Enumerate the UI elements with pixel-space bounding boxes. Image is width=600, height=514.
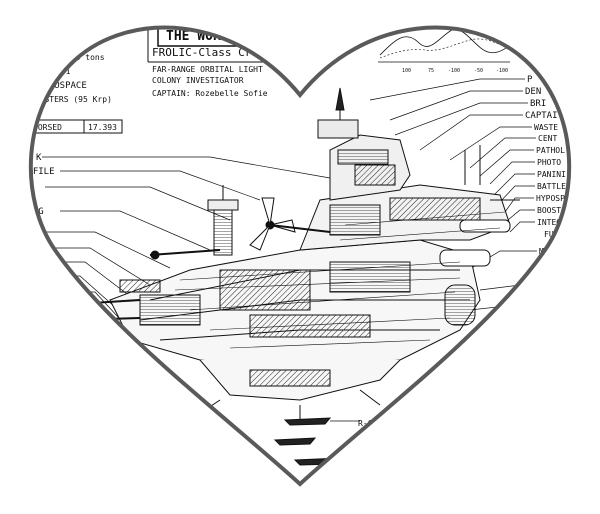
callout-left-2: E FILE [22,167,55,177]
role-line-1: FAR-RANGE ORBITAL LIGHT [152,65,263,74]
callout-left-4: TING [22,207,44,217]
callout-right-1: P [527,75,533,85]
graph-tick-4: -50 [474,68,483,74]
heart-outline [28,25,572,487]
callout-right-2: DEN [525,87,541,97]
spaceship-drawing: R-CLA [59,87,520,466]
callout-right-6: CENT [538,134,557,143]
spec-boosters: BOOSTERS (95 Krp) [30,95,112,104]
callout-right-3: BRI [530,99,546,109]
callout-right-12: BOOSTE [537,206,566,215]
graph-tick-3: -100 [448,68,460,74]
callout-right-10: BATTLE [537,182,566,191]
callout-left-1: K [36,153,42,163]
callout-right-4: CAPTAI [525,111,558,121]
spec-engine: HYPOSPACE [38,81,87,91]
engine-graph: 100 75 -100 -50 -100 [378,29,513,74]
spec-endorsed-value: 17.393 [88,123,117,132]
callout-right-9: PANINI [537,170,566,179]
callout-right-7: PATHOL [536,146,565,155]
callout-right-13: INTEG-R [537,218,571,227]
callout-right-11: HYPOSPA [536,194,570,203]
class-line: FROLIC-Class Cruiser [152,46,285,59]
captain-line: CAPTAIN: Rozebelle Sofie [152,89,268,98]
role-line-2: COLONY INVESTIGATOR [152,76,244,85]
callout-right-5: WASTE [534,123,558,132]
graph-tick-2: 75 [428,68,434,74]
graph-tick-5: -100 [496,68,508,74]
propeller-shape [249,197,331,251]
callout-right-8: PHOTO [537,158,561,167]
spec-mass: 500 tons [66,53,105,62]
graph-tick-1: 100 [402,68,411,74]
spec-endorsed: DORSED [33,123,62,132]
